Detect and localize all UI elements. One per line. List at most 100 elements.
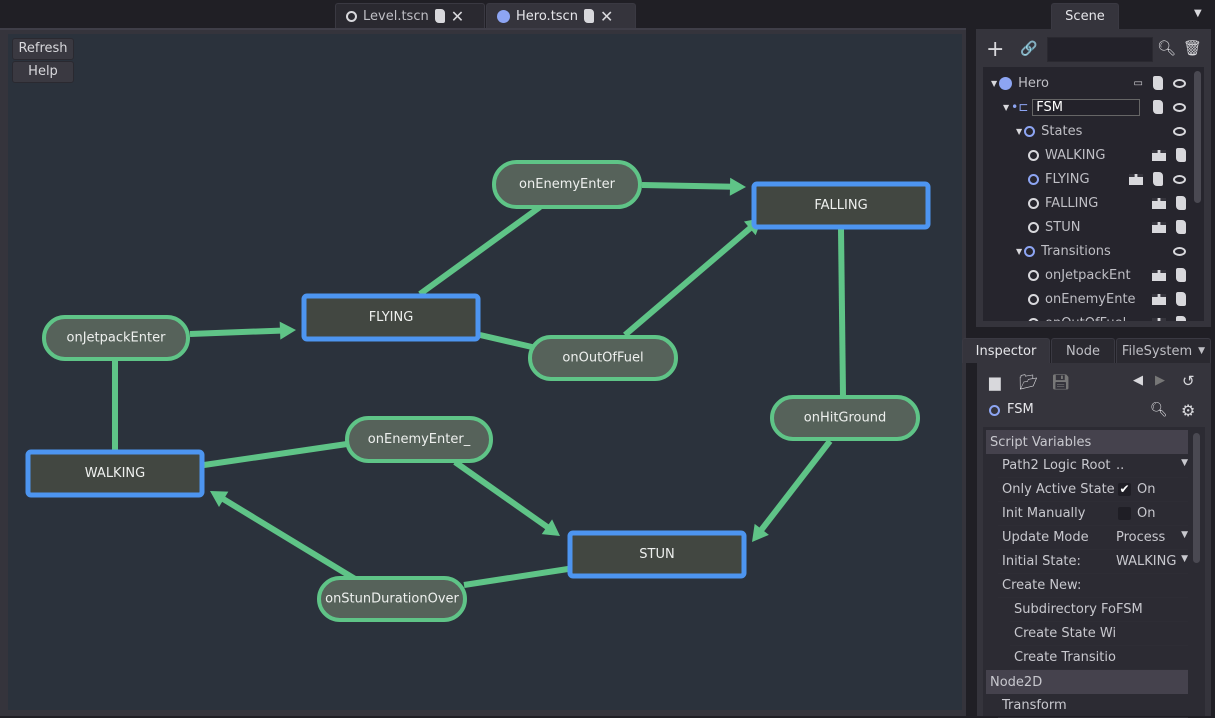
script-icon[interactable] <box>1176 316 1186 321</box>
script-icon[interactable] <box>1153 76 1163 90</box>
script-icon[interactable] <box>1176 292 1186 306</box>
script-icon[interactable] <box>1176 148 1186 162</box>
script-icon[interactable] <box>434 9 445 23</box>
visibility-eye-icon[interactable] <box>1173 246 1186 256</box>
add-node-icon[interactable]: + <box>986 37 1005 62</box>
new-resource-icon[interactable]: ▆ <box>989 373 1001 391</box>
checkbox[interactable]: ✔ <box>1118 482 1131 496</box>
property-value-field[interactable]: WALKING▼ <box>1116 554 1188 569</box>
visibility-eye-icon[interactable] <box>1173 78 1186 88</box>
trash-icon[interactable]: 🗑︎ <box>1183 39 1203 57</box>
transition-label: onEnemyEnter <box>519 177 616 192</box>
visibility-eye-icon[interactable] <box>1173 102 1186 112</box>
node-circle-icon <box>1028 173 1039 185</box>
group-icon[interactable]: ▭ <box>1133 77 1143 89</box>
section-script-variables[interactable]: Script Variables <box>986 430 1188 454</box>
clapperboard-icon[interactable] <box>1152 221 1166 233</box>
scene-filter-input[interactable] <box>1047 37 1153 62</box>
expand-arrow-icon[interactable]: ▼ <box>991 78 998 88</box>
clapperboard-icon[interactable] <box>1152 149 1166 161</box>
scene-tree-item[interactable]: FALLING <box>1028 191 1198 215</box>
script-icon[interactable] <box>583 9 594 23</box>
tab-level-tscn[interactable]: Level.tscn ✕ <box>335 3 485 28</box>
clapperboard-icon[interactable] <box>1152 269 1166 281</box>
search-icon[interactable]: 🔍︎ <box>1157 39 1177 57</box>
script-icon[interactable] <box>1153 172 1163 186</box>
clapperboard-icon[interactable] <box>1152 317 1166 321</box>
tab-hero-tscn[interactable]: Hero.tscn ✕ <box>486 3 636 28</box>
property-label: Only Active State <box>1002 482 1115 497</box>
visibility-eye-icon[interactable] <box>1173 126 1186 136</box>
gear-icon[interactable]: ⚙ <box>1181 401 1196 420</box>
transition-node-onenemyenter[interactable] <box>492 160 642 209</box>
property-row[interactable]: Create New: <box>998 574 1188 598</box>
close-icon[interactable]: ✕ <box>450 6 465 26</box>
property-label: Path2 Logic Root <box>1002 458 1111 473</box>
back-icon[interactable]: ◀ <box>1133 373 1143 388</box>
scene-tree-item[interactable]: ▼States <box>1016 119 1198 143</box>
property-row[interactable]: Only Active State✔On <box>998 478 1188 502</box>
script-icon[interactable] <box>1176 268 1186 282</box>
scene-tree-item[interactable]: onOutOfFuel <box>1028 311 1198 321</box>
script-icon[interactable] <box>1176 196 1186 210</box>
expand-arrow-icon[interactable]: ▼ <box>1016 246 1023 256</box>
globe-icon <box>999 76 1013 90</box>
forward-icon[interactable]: ▶ <box>1155 373 1165 388</box>
rename-field[interactable]: FSM <box>1032 98 1141 116</box>
state-node-walking[interactable] <box>25 449 205 498</box>
open-folder-icon[interactable]: 📂︎ <box>1019 373 1039 391</box>
tab-scene[interactable]: Scene <box>1051 3 1119 29</box>
save-icon[interactable]: 💾︎ <box>1051 373 1071 391</box>
script-icon[interactable] <box>1153 100 1163 114</box>
script-icon[interactable] <box>1176 220 1186 234</box>
scene-tree-item[interactable]: onEnemyEnte <box>1028 287 1198 311</box>
transition-node-onstundurationover[interactable] <box>317 576 467 622</box>
link-icon[interactable]: 🔗 <box>1020 41 1038 57</box>
transition-node-onjetpackenter[interactable] <box>42 315 190 361</box>
scene-tree-item[interactable]: ▼Transitions <box>1016 239 1198 263</box>
property-value-field[interactable]: ..▼ <box>1116 458 1188 473</box>
state-node-flying[interactable] <box>301 293 481 342</box>
section-node2d[interactable]: Node2D <box>986 670 1188 694</box>
clapperboard-icon[interactable] <box>1152 197 1166 209</box>
clapperboard-icon[interactable] <box>1129 173 1143 185</box>
help-button[interactable]: Help <box>12 61 74 83</box>
scene-scrollbar[interactable] <box>1194 71 1201 203</box>
property-row[interactable]: Initial State:WALKING▼ <box>998 550 1188 574</box>
close-icon[interactable]: ✕ <box>599 6 614 26</box>
scene-tree-item[interactable]: ▼•⊏FSM <box>1003 95 1198 119</box>
checkbox[interactable] <box>1118 507 1131 520</box>
inspector-scrollbar[interactable] <box>1193 433 1200 563</box>
scene-tree-item[interactable]: ▼Hero▭ <box>991 71 1198 95</box>
tab-inspector[interactable]: Inspector <box>962 338 1050 363</box>
transition-node-onenemyenter_[interactable] <box>345 416 493 463</box>
scene-tree-item[interactable]: FLYING <box>1028 167 1198 191</box>
scene-tree-item[interactable]: STUN <box>1028 215 1198 239</box>
transition-node-onoutoffuel[interactable] <box>528 335 678 381</box>
tab-node[interactable]: Node <box>1051 338 1115 363</box>
property-row[interactable]: Transform <box>998 694 1188 718</box>
search-icon[interactable]: 🔍︎ <box>1150 402 1168 418</box>
state-node-stun[interactable] <box>567 530 747 579</box>
refresh-button[interactable]: Refresh <box>12 38 74 60</box>
scene-tree-item[interactable]: WALKING <box>1028 143 1198 167</box>
property-row[interactable]: Path2 Logic Root ..▼ <box>998 454 1188 478</box>
property-row[interactable]: Create State Wi <box>1010 622 1188 646</box>
expand-arrow-icon[interactable]: ▼ <box>1003 102 1010 112</box>
clapperboard-icon[interactable] <box>1152 293 1166 305</box>
expand-arrow-icon[interactable]: ▼ <box>1016 126 1023 136</box>
property-value-field[interactable]: Process▼ <box>1116 530 1188 545</box>
state-node-falling[interactable] <box>751 181 931 230</box>
scene-tree-item[interactable]: onJetpackEnt <box>1028 263 1198 287</box>
tab-filesystem[interactable]: FileSystem▼ <box>1116 338 1211 363</box>
property-value-field[interactable]: FSM <box>1116 602 1188 617</box>
transition-node-onhitground[interactable] <box>770 395 920 441</box>
history-icon[interactable]: ↺ <box>1182 372 1195 390</box>
dock-menu-icon[interactable]: ▼ <box>1194 8 1202 19</box>
property-row[interactable]: Create Transitio <box>1010 646 1188 670</box>
visibility-eye-icon[interactable] <box>1173 174 1186 184</box>
